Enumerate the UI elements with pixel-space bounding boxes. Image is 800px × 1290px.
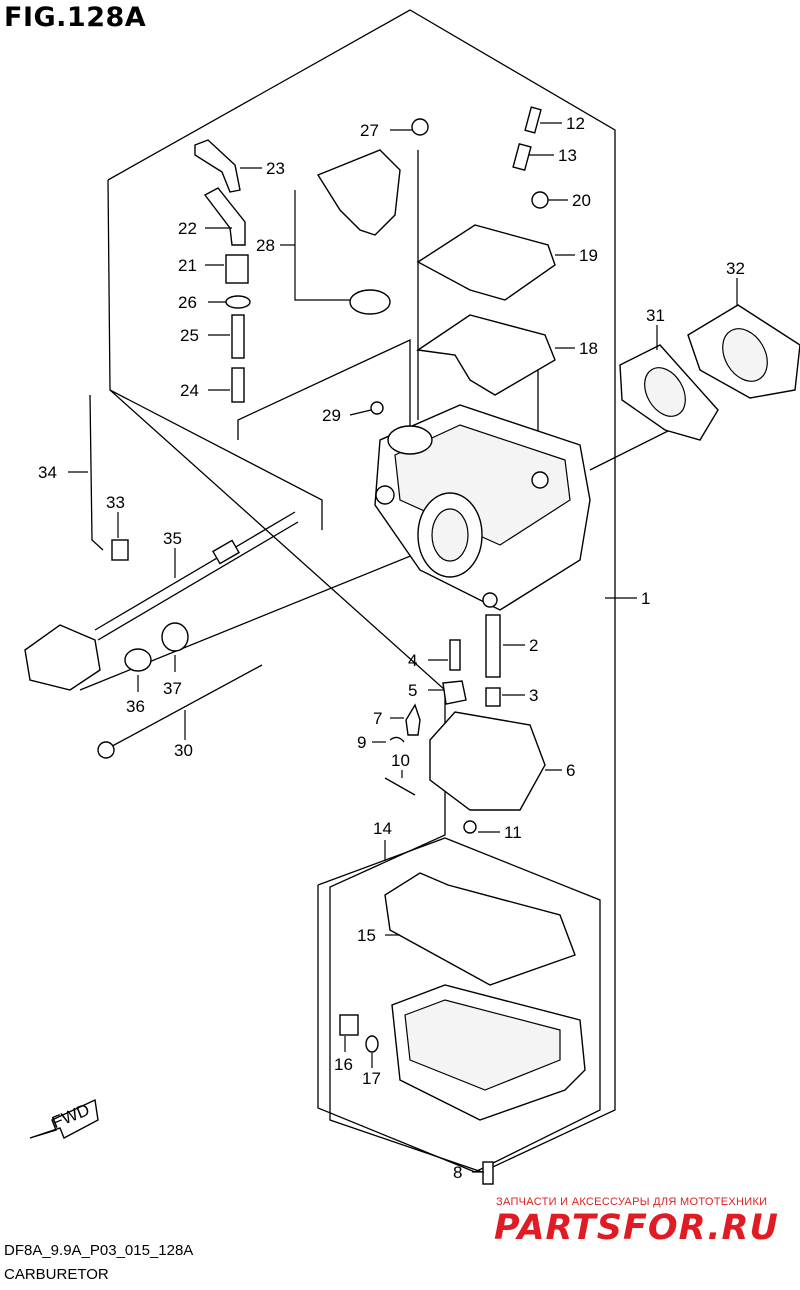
screw-20 [531, 191, 549, 209]
screw-30 [104, 664, 263, 751]
plug-5 [442, 680, 467, 705]
valve-24 [231, 367, 245, 403]
screw-11 [463, 820, 477, 834]
callout-12: 12 [566, 114, 585, 133]
drain-screw-16 [339, 1014, 359, 1036]
watermark-logo: PARTSFOR.RU [494, 1208, 779, 1248]
screw-12 [524, 106, 542, 134]
float-bowl-frame [317, 837, 601, 1173]
solenoid-28 [316, 149, 401, 236]
float-6 [429, 711, 546, 811]
callout-13: 13 [558, 146, 577, 165]
callout-4: 4 [408, 651, 417, 670]
hose-23 [194, 139, 241, 193]
nut-36 [124, 648, 152, 672]
callout-15: 15 [357, 926, 376, 945]
clip-33 [111, 539, 129, 561]
callout-11: 11 [504, 823, 522, 842]
washer-37 [161, 622, 189, 652]
o-ring-28 [349, 289, 391, 315]
hose-22 [203, 187, 246, 246]
screw-29 [370, 401, 384, 415]
needle-frame [237, 338, 411, 440]
watermark-tagline: ЗАПЧАСТИ И АКСЕССУАРЫ ДЛЯ МОТОТЕХНИКИ [496, 1196, 768, 1208]
figure-code: DF8A_9.9A_P03_015_128A [4, 1242, 194, 1259]
callout-23: 23 [266, 159, 285, 178]
figure-name: CARBURETOR [4, 1266, 109, 1283]
callout-30: 30 [174, 741, 193, 760]
callout-22: 22 [178, 219, 197, 238]
callout-21: 21 [178, 256, 197, 275]
pin-10 [384, 777, 416, 796]
callout-34: 34 [38, 463, 57, 482]
gasket-17 [365, 1035, 379, 1053]
callout-31: 31 [646, 306, 665, 325]
callout-14: 14 [373, 819, 392, 838]
callout-2: 2 [529, 636, 538, 655]
spring-25 [231, 314, 245, 359]
choke-knob-35 [24, 511, 299, 691]
callout-1: 1 [641, 589, 650, 608]
callout-36: 36 [126, 697, 145, 716]
figure-title: FIG.128A [4, 2, 147, 33]
callout-7: 7 [373, 709, 382, 728]
nozzle-2 [485, 614, 501, 678]
callout-27: 27 [360, 121, 379, 140]
callout-26: 26 [178, 293, 197, 312]
callout-32: 32 [726, 259, 745, 278]
callout-17: 17 [362, 1069, 381, 1088]
callout-3: 3 [529, 686, 538, 705]
callout-33: 33 [106, 493, 125, 512]
seat-21 [225, 254, 249, 284]
spring-13 [512, 142, 532, 172]
gasket-19 [416, 224, 556, 301]
callout-25: 25 [180, 326, 199, 345]
callout-29: 29 [322, 406, 341, 425]
gasket-15 [384, 872, 576, 986]
screw-8 [482, 1161, 494, 1185]
callout-16: 16 [334, 1055, 353, 1074]
callout-37: 37 [163, 679, 182, 698]
needle-7 [405, 703, 421, 736]
callout-18: 18 [579, 339, 598, 358]
callout-leaders [68, 122, 738, 1173]
gasket-18 [416, 314, 556, 396]
callout-8: 8 [453, 1163, 462, 1182]
callout-20: 20 [572, 191, 591, 210]
callout-35: 35 [163, 529, 182, 548]
screw-27 [411, 118, 429, 136]
callout-5: 5 [408, 681, 417, 700]
link-rod-34 [89, 394, 104, 551]
callout-6: 6 [566, 761, 575, 780]
jet-4 [449, 639, 461, 671]
choke-frame [109, 389, 323, 530]
callout-24: 24 [180, 381, 199, 400]
assembly-outline [107, 9, 616, 1173]
fwd-arrow-icon: FWD [29, 1098, 99, 1139]
callout-10: 10 [391, 751, 410, 770]
carburetor-body [374, 404, 591, 611]
o-ring-26 [225, 295, 251, 309]
callout-9: 9 [357, 733, 366, 752]
clip-9 [389, 736, 405, 743]
jet-3 [485, 687, 501, 707]
callout-19: 19 [579, 246, 598, 265]
callout-labels: 1 2 3 4 5 6 7 8 9 10 11 12 13 14 15 16 1… [38, 114, 745, 1182]
callout-28: 28 [256, 236, 275, 255]
